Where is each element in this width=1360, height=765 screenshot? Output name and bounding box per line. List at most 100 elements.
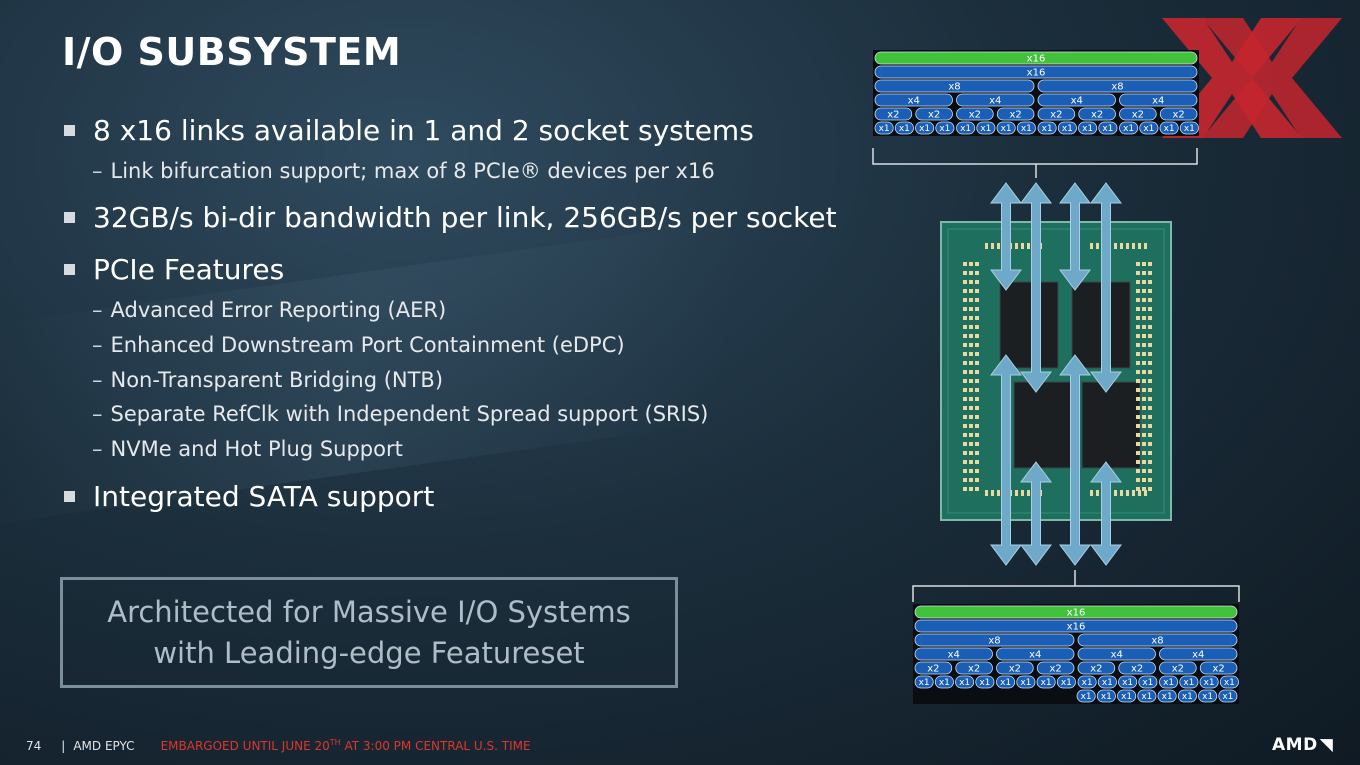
contact-pad [963, 388, 967, 392]
lane-x1: x1 [1138, 675, 1158, 689]
sub-bullet-sris: –Separate RefClk with Independent Spread… [92, 402, 709, 426]
contact-pad [975, 262, 979, 266]
contact-pad [975, 298, 979, 302]
lane-x1-shape [915, 121, 935, 135]
bullet-square-icon [64, 125, 75, 136]
lane-x1: x1 [1076, 689, 1096, 703]
lane-x2-label: x2 [969, 110, 981, 121]
lane-x1: x1 [1198, 689, 1218, 703]
contact-pad [975, 451, 979, 455]
lane-x1-label: x1 [1122, 678, 1133, 688]
lane-x2-label: x2 [887, 110, 899, 121]
lane-x8-shape [914, 633, 1075, 647]
contact-pad [1136, 334, 1140, 338]
contact-pad [969, 316, 973, 320]
contact-pad [1148, 316, 1152, 320]
lane-brackets [872, 148, 1240, 602]
lane-x1-shape [1016, 675, 1036, 689]
lane-x1: x1 [1037, 121, 1057, 135]
lane-x1-label: x1 [1222, 692, 1233, 702]
lane-x1-shape [956, 121, 976, 135]
callout-line-1: Architected for Massive I/O Systems [107, 594, 631, 629]
lane-x2-shape [1078, 107, 1116, 121]
lane-x1-label: x1 [960, 124, 971, 134]
contact-pad [1142, 280, 1146, 284]
lane-x4-shape [1037, 93, 1116, 107]
lane-x4-shape [874, 93, 953, 107]
lane-x1-shape [1037, 121, 1057, 135]
lane-x1-label: x1 [939, 124, 950, 134]
lane-x2: x2 [874, 107, 913, 121]
contact-pad [1027, 490, 1030, 496]
contact-pad [985, 243, 988, 249]
lane-x4-label: x4 [1071, 96, 1083, 107]
contact-pad [1136, 298, 1140, 302]
contact-pad [963, 397, 967, 401]
contact-pad [1148, 406, 1152, 410]
contact-pad [963, 415, 967, 419]
contact-pad [969, 460, 973, 464]
contact-pad [1148, 487, 1152, 491]
callout-box: Architected for Massive I/O Systems with… [60, 577, 678, 688]
contact-pad [1148, 415, 1152, 419]
contact-pad [963, 271, 967, 275]
contact-pad [969, 451, 973, 455]
contact-pad [975, 280, 979, 284]
lane-x1-shape [1179, 121, 1199, 135]
contact-pad [963, 343, 967, 347]
lane-x1-label: x1 [1142, 678, 1153, 688]
contact-pad [969, 415, 973, 419]
contact-pad [969, 262, 973, 266]
contact-pad [1148, 271, 1152, 275]
lane-x2-label: x2 [1009, 664, 1021, 675]
lane-x16-label: x16 [1067, 622, 1086, 633]
lane-x2-label: x2 [1212, 664, 1224, 675]
contact-pad [1142, 307, 1146, 311]
contact-pad [963, 280, 967, 284]
contact-pad [1138, 243, 1141, 249]
contact-pad [1136, 451, 1140, 455]
lane-x16: x16 [914, 619, 1238, 633]
lane-x1: x1 [1016, 121, 1036, 135]
lane-x2: x2 [1119, 107, 1157, 121]
lane-x1-label: x1 [980, 124, 991, 134]
contact-pad [969, 424, 973, 428]
embargo-notice: EMBARGOED UNTIL JUNE 20TH AT 3:00 PM CEN… [160, 738, 531, 753]
double-arrow [1059, 354, 1091, 566]
lane-x1-shape [1219, 675, 1239, 689]
contact-pad [1096, 243, 1099, 249]
lane-x1: x1 [1077, 675, 1097, 689]
contact-pad [963, 325, 967, 329]
footer: 74 | AMD EPYC EMBARGOED UNTIL JUNE 20TH … [26, 738, 531, 753]
bullet-links: 8 x16 links available in 1 and 2 socket … [64, 114, 754, 147]
sub-bullet-edpc: –Enhanced Downstream Port Containment (e… [92, 333, 625, 357]
lane-x16: x16 [874, 65, 1198, 79]
lane-x2-shape [996, 661, 1034, 675]
lane-x1-shape [955, 675, 975, 689]
contact-pad [969, 433, 973, 437]
lane-x2: x2 [1078, 107, 1116, 121]
contact-pad [975, 442, 979, 446]
lane-x1-shape [1076, 689, 1096, 703]
lane-x2-shape [914, 661, 953, 675]
contact-pad [1148, 289, 1152, 293]
contact-pad [975, 388, 979, 392]
contact-pad [1090, 243, 1093, 249]
lane-x1: x1 [915, 121, 935, 135]
lane-x1-shape [1199, 675, 1219, 689]
lane-x1-shape [1138, 675, 1158, 689]
lane-x1-label: x1 [1020, 678, 1031, 688]
lane-x1-label: x1 [1082, 124, 1093, 134]
contact-pad [1148, 307, 1152, 311]
contact-pad [975, 289, 979, 293]
lane-x1-shape [1139, 121, 1159, 135]
lane-x2-shape [1199, 661, 1238, 675]
lane-x4-shape [914, 647, 993, 661]
contact-pad [1120, 490, 1123, 496]
lane-x1: x1 [1159, 675, 1179, 689]
lane-x2: x2 [1118, 661, 1156, 675]
contact-pad [1132, 490, 1135, 496]
contact-pad [1096, 490, 1099, 496]
contact-pad [1148, 388, 1152, 392]
contact-pad [969, 289, 973, 293]
